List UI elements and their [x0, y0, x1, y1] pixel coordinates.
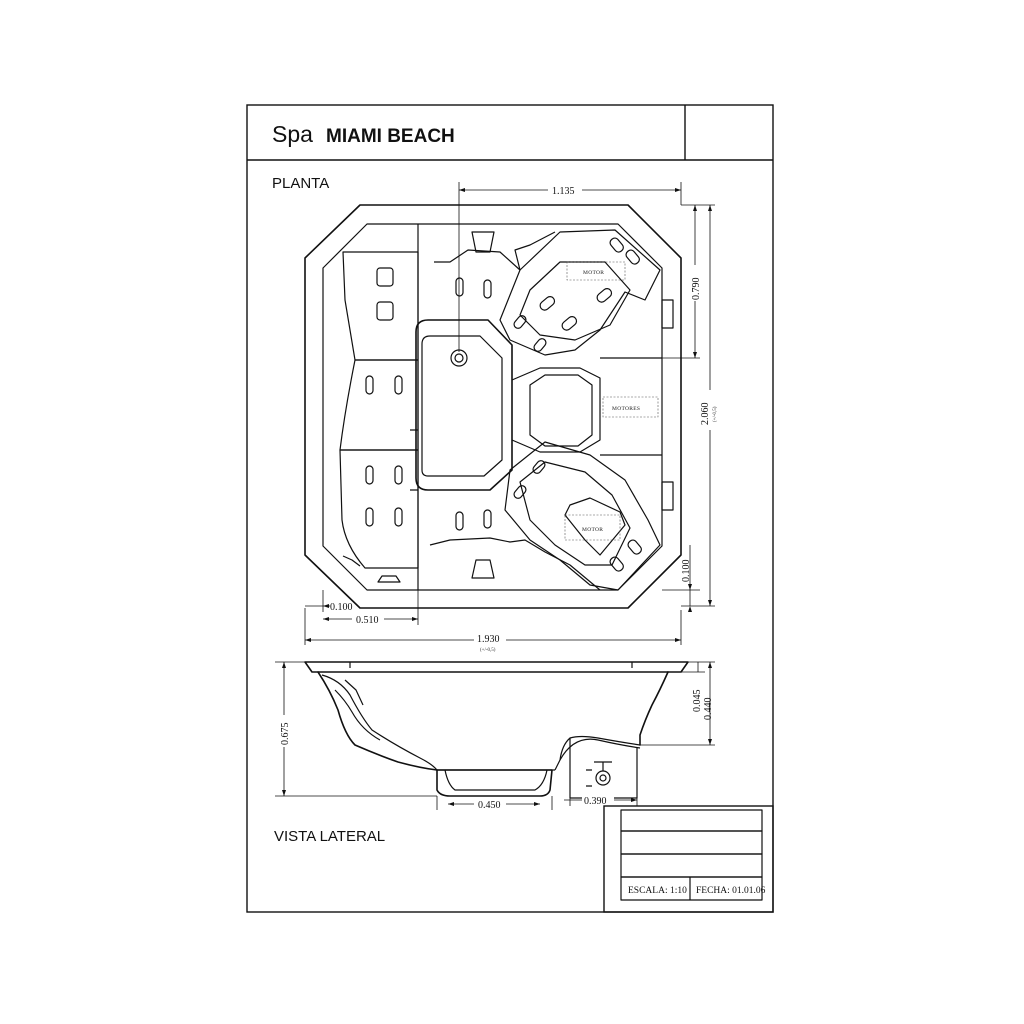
- side-view: 0.675 0.045 0.440 0.450 0.390: [275, 661, 715, 811]
- title-name: MIAMI BEACH: [326, 126, 455, 147]
- plan-view: MOTOR MOTORES MOTOR: [304, 182, 682, 609]
- dim-right-upper: 0.790: [691, 278, 702, 301]
- dim-side-step: 0.440: [703, 698, 714, 721]
- side-footwell: [436, 769, 553, 797]
- scale-label: ESCALA: 1:10: [628, 886, 687, 896]
- dim-side-rim: 0.045: [692, 690, 703, 713]
- dim-bottom-left: 0.510: [356, 615, 379, 626]
- dim-right-total-tol: (+/-0,5): [713, 406, 718, 422]
- dim-bottom-total-tol: (+/-0,5): [480, 648, 496, 653]
- left-seat-low: [339, 449, 419, 569]
- side-view-label: VISTA LATERAL: [274, 828, 385, 845]
- dim-side-foot: 0.450: [478, 800, 501, 811]
- side-shell-left: [317, 671, 438, 771]
- side-shell-right: [639, 671, 669, 746]
- dim-top-width: 1.135: [552, 186, 575, 197]
- motor-bottom-label: MOTOR: [582, 527, 603, 533]
- bottom-right-seat: [504, 441, 661, 591]
- motor-top-label: MOTOR: [583, 270, 604, 276]
- dim-right-lower: 0.100: [681, 560, 692, 583]
- date-label: FECHA: 01.01.06: [696, 886, 766, 896]
- left-seat-mid: [339, 359, 419, 451]
- title-prefix: Spa: [272, 121, 313, 147]
- footwell-inner: [421, 335, 503, 477]
- motores-label: MOTORES: [612, 406, 640, 412]
- side-rim: [304, 661, 689, 673]
- dim-bottom-total: 1.930: [477, 634, 500, 645]
- plan-view-label: PLANTA: [272, 175, 329, 192]
- plan-dimensions: 1.135 0.790 2.060 (+/-0,5) 0.100 0.100: [304, 182, 720, 653]
- spa-outer-rim: [304, 204, 682, 609]
- title-block: [603, 805, 774, 913]
- sheet-frame: [246, 104, 774, 913]
- footwell-outer: [415, 319, 513, 491]
- top-right-seat: [499, 229, 661, 356]
- dim-side-height: 0.675: [280, 723, 291, 746]
- dim-bottom-left-inner: 0.100: [330, 602, 353, 613]
- dim-side-motor: 0.390: [584, 796, 607, 807]
- dim-right-total: 2.060: [700, 403, 711, 426]
